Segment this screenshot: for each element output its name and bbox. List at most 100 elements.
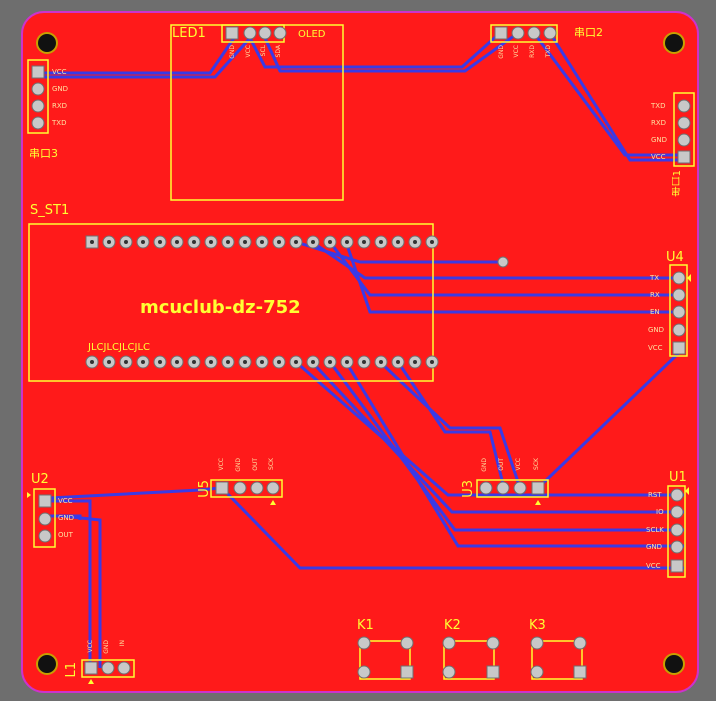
pad-hole bbox=[311, 360, 315, 364]
pad-hole bbox=[277, 360, 281, 364]
k2-ref: K2 bbox=[444, 618, 461, 633]
serial3-pin1: VCC bbox=[52, 68, 67, 76]
pad-hole bbox=[243, 360, 247, 364]
serial2-pin1: GND bbox=[498, 45, 505, 59]
u2-pin1: VCC bbox=[58, 497, 73, 505]
pad-hole bbox=[311, 240, 315, 244]
pad-hole bbox=[294, 360, 298, 364]
u4-pin5: VCC bbox=[648, 344, 663, 352]
pad-hole bbox=[413, 360, 417, 364]
u3-pin4: SCK bbox=[533, 458, 540, 470]
pad-hole bbox=[260, 360, 264, 364]
mounting-holes bbox=[36, 32, 685, 675]
pad-hole bbox=[379, 360, 383, 364]
serial2-pin2: VCC bbox=[513, 45, 520, 58]
pad-hole bbox=[396, 240, 400, 244]
pad-hole bbox=[328, 360, 332, 364]
led1-ref: LED1 bbox=[172, 26, 206, 41]
pad-hole bbox=[124, 360, 128, 364]
pad-hole bbox=[243, 240, 247, 244]
pad-hole bbox=[175, 240, 179, 244]
pin1-markers bbox=[27, 274, 691, 684]
u2-ref: U2 bbox=[31, 472, 49, 487]
u1-ref: U1 bbox=[669, 470, 687, 485]
u2-pin2: GND bbox=[58, 514, 75, 522]
led1-pin2: VCC bbox=[245, 45, 252, 58]
pad-hole bbox=[141, 360, 145, 364]
serial2-pin4: TXD bbox=[545, 45, 552, 58]
pad-hole bbox=[107, 360, 111, 364]
pad-hole bbox=[175, 360, 179, 364]
u4-pin2: RX bbox=[650, 291, 660, 299]
u5-pin1: VCC bbox=[218, 458, 225, 471]
serial1-pin4: VCC bbox=[651, 153, 666, 161]
u4-pin1: TX bbox=[650, 274, 660, 282]
silk-note: JLCJLCJLCJLC bbox=[88, 342, 151, 353]
l1-pin1: VCC bbox=[87, 640, 94, 653]
u5-ref: U5 bbox=[197, 480, 212, 498]
pad-hole bbox=[124, 240, 128, 244]
pad-hole bbox=[107, 240, 111, 244]
u1-pin3: SCLK bbox=[646, 526, 664, 534]
u3-pin1: GND bbox=[481, 458, 488, 472]
pad-hole bbox=[90, 360, 94, 364]
serial3-pin2: GND bbox=[52, 85, 69, 93]
silkscreen-boxes bbox=[27, 24, 695, 680]
pad-hole bbox=[277, 240, 281, 244]
pad-hole bbox=[413, 240, 417, 244]
u4-pin4: GND bbox=[648, 326, 665, 334]
pad-hole bbox=[209, 240, 213, 244]
u4-pin3: EN bbox=[650, 308, 660, 316]
u5-pin2: GND bbox=[235, 458, 242, 472]
serial3-ref: 串口3 bbox=[29, 147, 58, 160]
u5-pin3: OUT bbox=[252, 458, 259, 471]
pad-hole bbox=[430, 360, 434, 364]
pad-hole bbox=[379, 240, 383, 244]
serial1-pin2: RXD bbox=[651, 119, 667, 127]
k3-ref: K3 bbox=[529, 618, 546, 633]
pad-hole bbox=[192, 240, 196, 244]
pad-hole bbox=[430, 240, 434, 244]
pad-hole bbox=[141, 240, 145, 244]
led1-oled: OLED bbox=[298, 29, 326, 40]
serial1-pin3: GND bbox=[651, 136, 668, 144]
led1-pin4: SDA bbox=[275, 45, 282, 58]
l1-ref: L1 bbox=[64, 662, 79, 678]
serial2-pin3: RXD bbox=[529, 45, 536, 58]
pad-hole bbox=[362, 240, 366, 244]
board-title: mcuclub-dz-752 bbox=[140, 297, 301, 318]
traces bbox=[38, 31, 686, 668]
pad-hole bbox=[158, 240, 162, 244]
pad-hole bbox=[226, 240, 230, 244]
pad-hole bbox=[396, 360, 400, 364]
u5-pin4: SCK bbox=[268, 458, 275, 470]
pad-hole bbox=[158, 360, 162, 364]
pad-hole bbox=[192, 360, 196, 364]
u1-pin1: RST bbox=[648, 491, 662, 499]
l1-pin2: GND bbox=[103, 640, 110, 654]
led1-pin3: SCL bbox=[260, 45, 267, 57]
board-outline bbox=[21, 11, 699, 693]
pad-hole bbox=[260, 240, 264, 244]
u3-ref: U3 bbox=[461, 480, 476, 498]
pad-hole bbox=[362, 360, 366, 364]
pad-hole bbox=[345, 360, 349, 364]
pad-hole bbox=[209, 360, 213, 364]
pads bbox=[31, 26, 691, 679]
pad-hole bbox=[226, 360, 230, 364]
s-st1-ref: S_ST1 bbox=[30, 203, 70, 218]
pad-hole bbox=[328, 240, 332, 244]
u1-pin4: GND bbox=[646, 543, 663, 551]
serial3-pin4: TXD bbox=[52, 119, 67, 127]
serial1-ref: 串口1 bbox=[672, 170, 683, 197]
serial2-ref: 串口2 bbox=[574, 26, 603, 39]
u2-pin3: OUT bbox=[58, 531, 73, 539]
u1-pin2: IO bbox=[656, 508, 664, 516]
k1-ref: K1 bbox=[357, 618, 374, 633]
serial3-pin3: RXD bbox=[52, 102, 68, 110]
u1-pin5: VCC bbox=[646, 562, 661, 570]
l1-pin3: IN bbox=[119, 640, 126, 647]
u4-ref: U4 bbox=[666, 250, 684, 265]
